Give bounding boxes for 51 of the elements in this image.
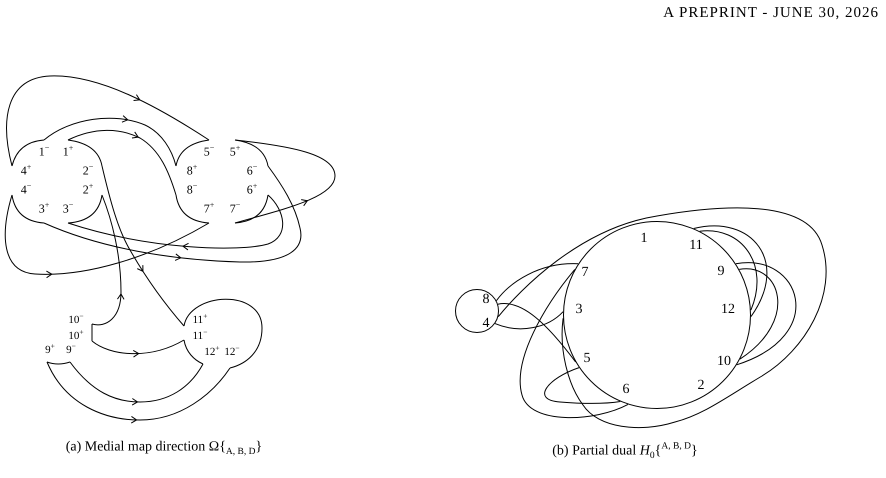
edge-number: 11 <box>689 239 703 253</box>
corner-label: 6$^{+}$ <box>246 183 258 197</box>
corner-label: 11$^{−}$ <box>192 330 208 342</box>
edge-number: 12 <box>721 303 735 317</box>
running-header: A PREPRINT - JUNE 30, 2026 <box>663 4 879 22</box>
edge-number: 10 <box>717 355 731 369</box>
edge-line <box>496 263 579 302</box>
edge-line <box>735 262 796 366</box>
edge-line <box>497 303 576 362</box>
edge-line <box>693 226 768 318</box>
edge-line <box>520 268 628 418</box>
subfigure-caption: (a) Medial map direction Ω{$_{A, B, D}$} <box>66 439 262 455</box>
edge-line <box>699 230 758 311</box>
corner-label: 12$^{+}$ <box>204 346 220 358</box>
edge-number: 2 <box>698 379 704 393</box>
corner-label: 5$^{−}$ <box>204 145 214 159</box>
corner-label: 1$^{+}$ <box>62 145 74 159</box>
corner-label: 5$^{+}$ <box>230 145 240 159</box>
corner-label: 6$^{−}$ <box>246 164 258 178</box>
edge-number: 3 <box>576 303 582 317</box>
edge-line <box>738 268 778 360</box>
corner-label: 12$^{−}$ <box>224 346 240 358</box>
edge-line <box>494 311 564 330</box>
corner-label: 1$^{−}$ <box>38 145 50 159</box>
corner-label: 2$^{−}$ <box>82 164 94 178</box>
corner-label: 7$^{+}$ <box>204 202 214 216</box>
corner-label: 4$^{−}$ <box>20 183 32 197</box>
corner-label: 8$^{−}$ <box>186 183 198 197</box>
corner-label: 10$^{−}$ <box>68 314 84 326</box>
edge-number: 5 <box>584 352 590 366</box>
subfigure-caption: (b) Partial dual H$_{0}${$^{A, B, D}$} <box>552 443 698 459</box>
corner-label: 9$^{−}$ <box>66 344 76 356</box>
corner-label: 10$^{+}$ <box>68 330 84 342</box>
corner-label: 3$^{+}$ <box>38 202 50 216</box>
corner-label: 3$^{−}$ <box>62 202 74 216</box>
edge-number: 4 <box>482 317 490 331</box>
corner-label: 11$^{+}$ <box>192 314 208 326</box>
vertex-circle <box>455 289 499 333</box>
corner-label: 9$^{+}$ <box>45 344 55 356</box>
corner-label: 8$^{+}$ <box>186 164 198 178</box>
corner-label: 4$^{+}$ <box>20 164 32 178</box>
edge-number: 7 <box>582 266 588 280</box>
vertex-circle <box>563 221 751 409</box>
edge-number: 6 <box>622 383 630 397</box>
edge-number: 9 <box>718 265 724 279</box>
corner-label: 2$^{+}$ <box>82 183 94 197</box>
edge-line <box>498 207 827 428</box>
corner-label: 7$^{−}$ <box>230 202 240 216</box>
edge-number: 8 <box>482 293 490 307</box>
edge-line <box>544 367 621 404</box>
edge-number: 1 <box>640 232 648 246</box>
